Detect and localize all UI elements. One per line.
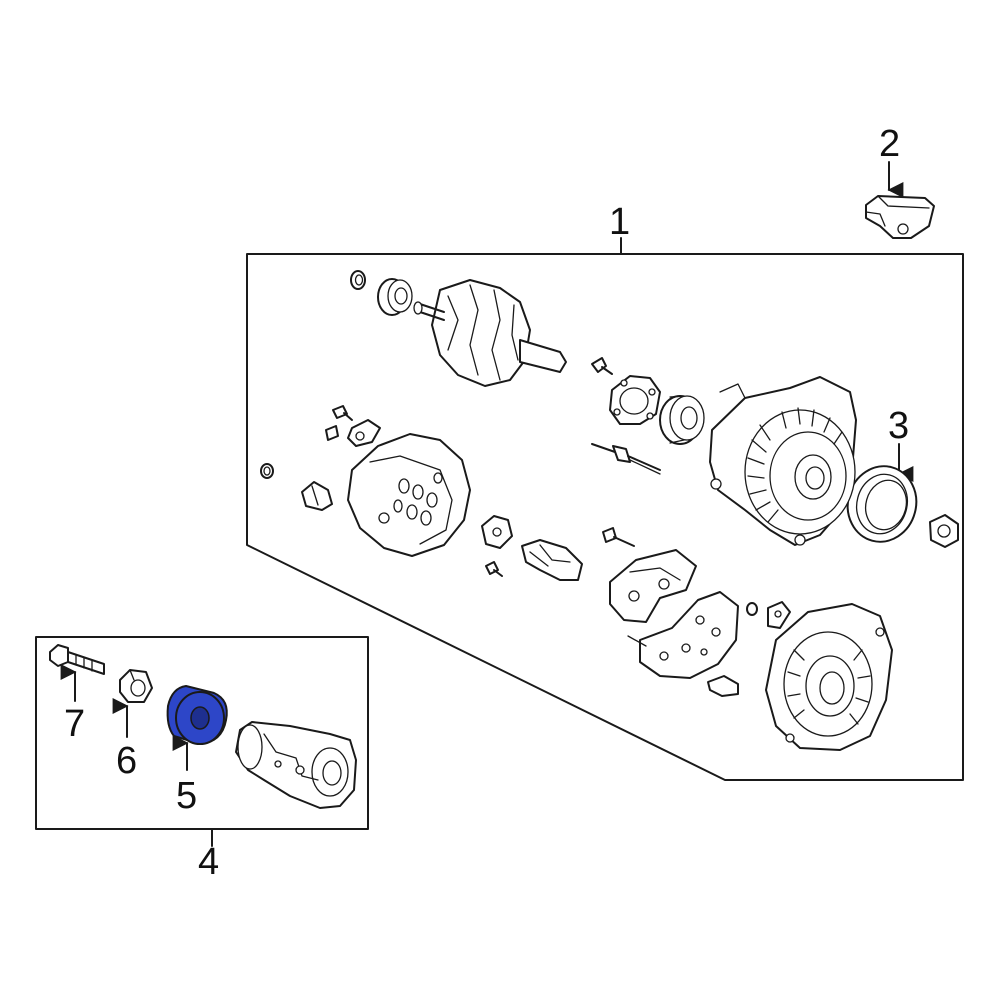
callout-4: 4 <box>198 841 219 883</box>
terminal-bushing[interactable] <box>481 515 513 549</box>
rectifier[interactable] <box>609 549 697 623</box>
small-bolt[interactable] <box>485 561 503 577</box>
leader-arrows <box>60 161 914 771</box>
terminal-insulator[interactable] <box>347 419 381 447</box>
terminal-screw-b[interactable] <box>325 425 339 441</box>
bearing-retainer-plate[interactable] <box>609 375 661 425</box>
callout-5: 5 <box>176 775 197 817</box>
nut-part-6[interactable] <box>119 669 153 703</box>
spacer-part-5-highlighted[interactable] <box>166 684 228 746</box>
rotor[interactable] <box>413 279 567 387</box>
small-washer[interactable] <box>260 463 274 479</box>
callout-2: 2 <box>879 123 900 165</box>
callout-7: 7 <box>64 703 85 745</box>
terminal-bolt[interactable] <box>707 675 739 697</box>
small-seal[interactable] <box>350 270 366 290</box>
rear-bearing[interactable] <box>377 278 413 316</box>
holder-screw[interactable] <box>602 527 635 547</box>
callout-3: 3 <box>888 405 909 447</box>
bracket-part-2[interactable] <box>865 195 935 239</box>
front-housing-fan[interactable] <box>709 376 857 546</box>
regulator-washer[interactable] <box>746 602 758 616</box>
terminal-screw-a[interactable] <box>332 405 353 421</box>
bolt-part-7[interactable] <box>49 644 105 675</box>
pulley-nut[interactable] <box>929 514 959 548</box>
terminal-cap[interactable] <box>301 481 333 511</box>
retainer-screw[interactable] <box>591 357 613 375</box>
rear-cover[interactable] <box>347 433 471 557</box>
alternator-assembly-frame <box>246 237 964 781</box>
front-bearing[interactable] <box>659 395 705 445</box>
regulator-clip[interactable] <box>767 601 791 629</box>
voltage-regulator[interactable] <box>627 591 739 679</box>
through-bolt[interactable] <box>591 443 661 475</box>
callout-6: 6 <box>116 740 137 782</box>
callout-1: 1 <box>609 201 630 243</box>
rear-housing[interactable] <box>765 603 893 751</box>
brush-holder[interactable] <box>521 539 583 581</box>
starter-drive-housing[interactable] <box>235 721 357 809</box>
spacer-bore <box>190 706 210 730</box>
starter-subassembly-frame <box>35 636 369 847</box>
